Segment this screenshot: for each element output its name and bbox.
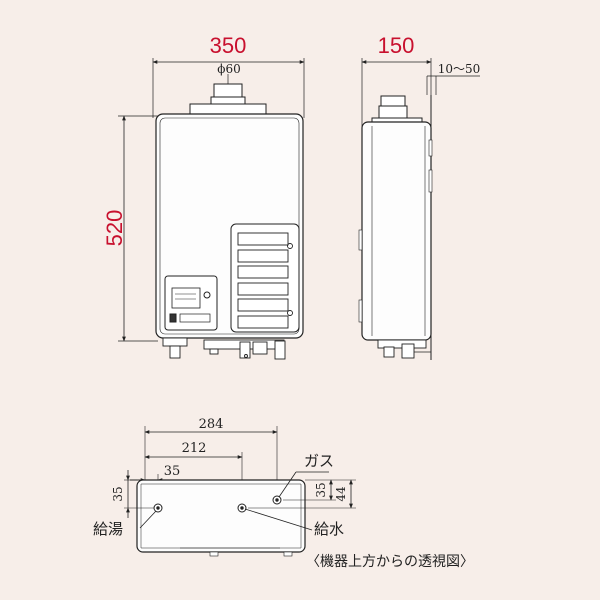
gas-inlet-point [272, 495, 282, 505]
side-depth-label: 150 [378, 33, 415, 58]
dim-35-vertical-right-label: 35 [314, 482, 328, 497]
panel-slots [237, 232, 293, 329]
front-width-label: 350 [210, 33, 247, 58]
gas-label: ガス [304, 452, 334, 470]
wall-gap-label: 10～50 [438, 62, 481, 76]
hot-water-label: 給湯 [93, 520, 123, 538]
top-view [124, 426, 356, 557]
dim-212-label: 212 [182, 441, 207, 456]
dim-35-vertical-left-label: 35 [111, 486, 125, 501]
dim-284-label: 284 [199, 417, 224, 432]
water-inlet-point [237, 503, 247, 513]
perspective-caption: 〈機器上方からの透視図〉 [306, 554, 474, 570]
remote-controller [164, 275, 218, 331]
dim-44-label: 44 [334, 486, 348, 502]
flue-diameter-label: ϕ60 [217, 62, 240, 76]
dim-35-horizontal-label: 35 [164, 464, 181, 479]
top-casing [136, 479, 306, 553]
flue-pipe [189, 74, 267, 115]
bottom-fittings [162, 337, 286, 360]
side-casing [361, 121, 432, 341]
hot-water-outlet-point [153, 503, 163, 513]
front-height-label: 520 [102, 210, 127, 247]
front-view [118, 58, 305, 360]
side-view [358, 58, 480, 360]
water-supply-label: 給水 [314, 520, 344, 538]
